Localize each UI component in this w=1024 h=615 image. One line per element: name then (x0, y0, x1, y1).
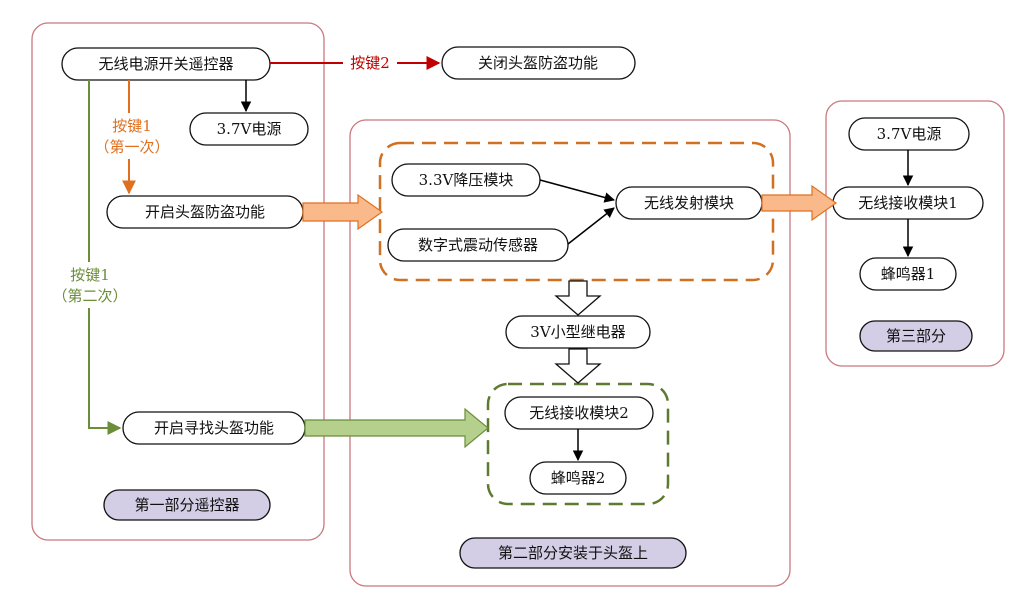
part1-badge (103, 489, 271, 521)
node-wireless-tx-label: 无线发射模块 (644, 194, 734, 212)
section-part3-frame (825, 100, 1005, 367)
node-wireless-rx1-label: 无线接收模块1 (858, 194, 958, 212)
part3-badge (859, 320, 973, 352)
node-buzzer1 (859, 257, 957, 291)
part3-badge-label: 第三部分 (886, 327, 946, 345)
part2-badge (459, 537, 687, 569)
key1-first-label-bg (92, 113, 172, 159)
node-remote-label: 无线电源开关遥控器 (98, 55, 233, 73)
node-relay-label: 3V小型继电器 (530, 323, 625, 341)
node-wireless-rx2-label: 无线接收模块2 (529, 404, 629, 422)
block-arrow-relay-to-rx2 (554, 348, 602, 384)
part1-badge-label: 第一部分遥控器 (134, 496, 239, 514)
key1-first-label-2: （第一次） (94, 138, 169, 156)
section-part2-frame (349, 119, 791, 587)
block-arrow-sensors-to-relay (554, 280, 602, 316)
node-power37-left-label: 3.7V电源 (217, 120, 282, 138)
node-close-antitheft-label: 关闭头盔防盗功能 (478, 54, 598, 72)
node-open-find-label: 开启寻找头盔功能 (154, 419, 274, 437)
node-power37-right-label: 3.7V电源 (877, 125, 942, 143)
receiver-group-dashed (486, 382, 670, 506)
arrow-sensor-to-tx (567, 207, 615, 245)
key1-first-label-1: 按键1 (112, 117, 152, 135)
block-arrow-antitheft-to-sensors (302, 193, 384, 231)
node-close-antitheft (441, 46, 636, 80)
part2-badge-label: 第二部分安装于头盔上 (498, 544, 648, 562)
block-arrow-tx-to-rx1 (761, 184, 838, 222)
node-buzzer2-label: 蜂鸣器2 (551, 469, 606, 487)
node-open-antitheft-label: 开启头盔防盗功能 (145, 203, 265, 221)
node-relay (505, 315, 651, 349)
node-vibration-sensor (387, 228, 569, 262)
section-part1-frame (31, 22, 325, 541)
key1-second-label-1: 按键1 (70, 266, 110, 284)
key2-label: 按键2 (350, 54, 390, 72)
arrow-stepdown-to-tx (539, 179, 616, 203)
key2-label-bg (343, 52, 397, 74)
key1-second-label-bg (46, 262, 136, 308)
node-wireless-rx2 (504, 396, 654, 430)
sensor-group-dashed (378, 141, 775, 282)
node-buzzer1-label: 蜂鸣器1 (881, 265, 936, 283)
node-vibration-sensor-label: 数字式震动传感器 (418, 236, 538, 254)
node-power37-right (848, 117, 970, 151)
arrow-key1-second (88, 80, 122, 435)
key1-second-label-2: （第二次） (52, 287, 127, 305)
node-step-down-label: 3.3V降压模块 (419, 171, 514, 189)
block-arrow-find-to-rx2 (304, 407, 489, 449)
node-power37-left (189, 112, 309, 146)
node-buzzer2 (529, 461, 627, 495)
